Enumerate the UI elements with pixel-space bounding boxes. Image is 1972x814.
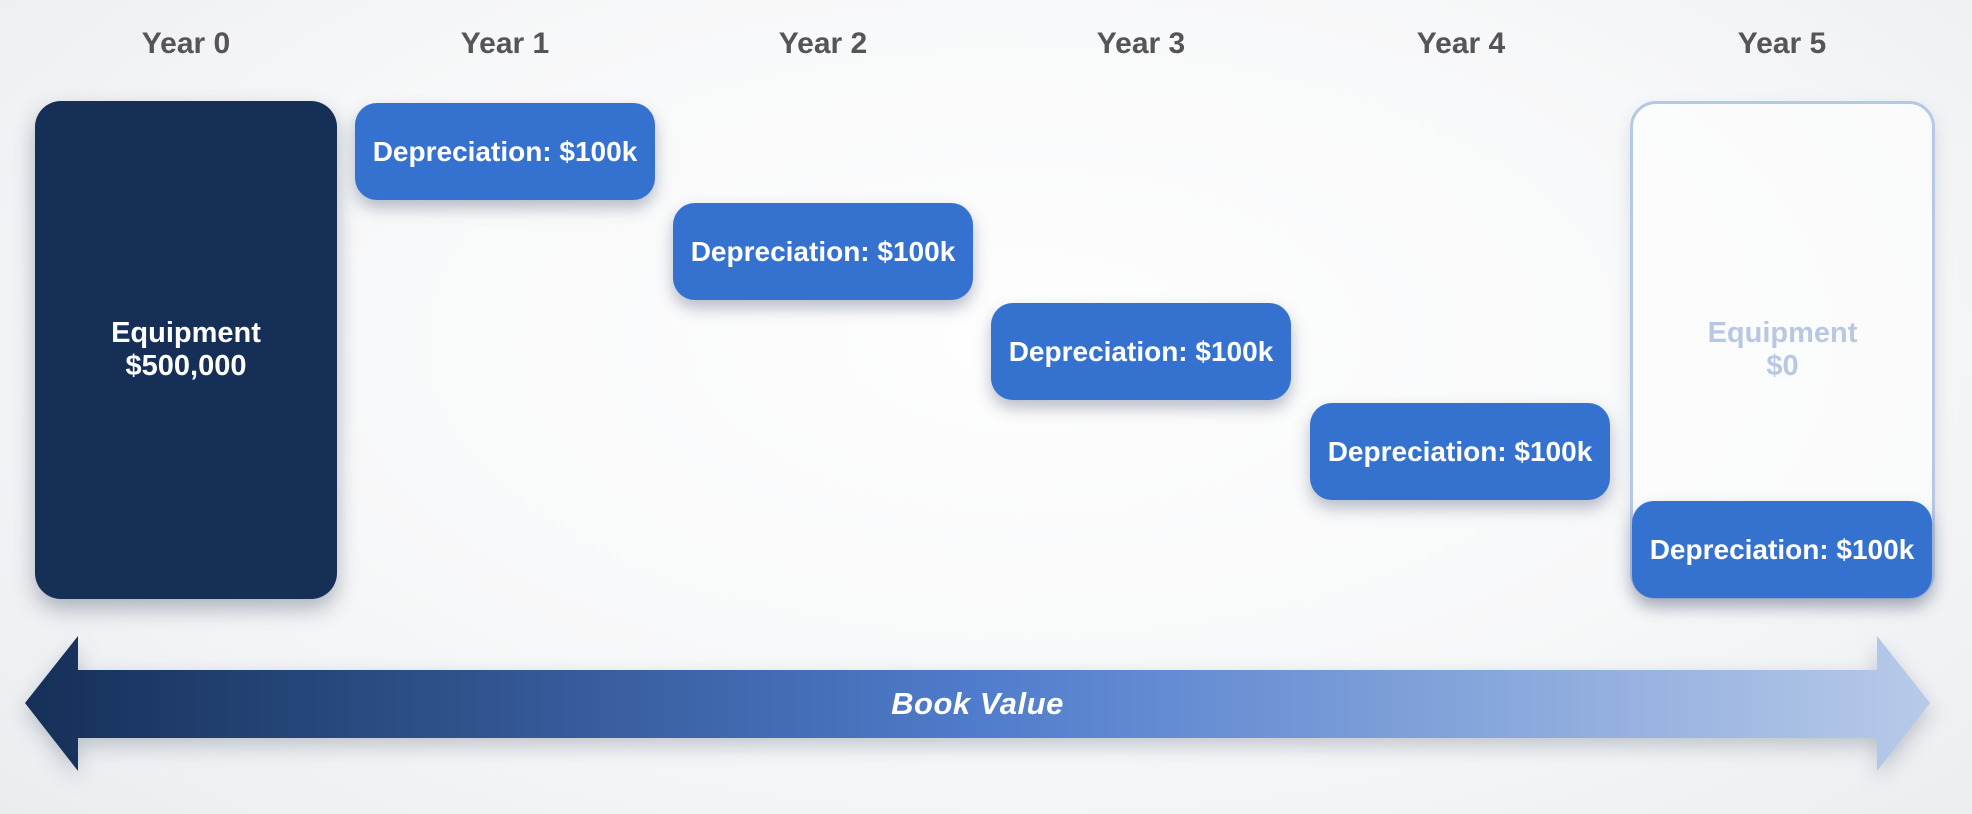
arrow-shaft <box>75 670 1880 738</box>
book-value-label: Book Value <box>891 685 1064 721</box>
right-arrowhead-icon <box>1877 636 1930 771</box>
year-label-4: Year 4 <box>1416 27 1506 60</box>
equipment-final-value: $0 <box>1766 350 1799 382</box>
equipment-initial-value: $500,000 <box>125 350 247 382</box>
year-label-5: Year 5 <box>1737 27 1827 60</box>
year-label-3: Year 3 <box>1096 27 1186 60</box>
depreciation-box-year-4: Depreciation: $100k <box>1310 403 1610 500</box>
double-arrow-icon <box>25 636 1930 771</box>
equipment-initial-name: Equipment <box>111 316 261 349</box>
depreciation-box-year-5: Depreciation: $100k <box>1632 501 1932 598</box>
left-arrowhead-icon <box>25 636 78 771</box>
book-value-arrow: Book Value <box>25 635 1930 772</box>
depreciation-box-year-2: Depreciation: $100k <box>673 203 973 300</box>
equipment-initial-box: Equipment $500,000 <box>35 101 337 599</box>
year-label-0: Year 0 <box>141 27 231 60</box>
depreciation-box-year-3: Depreciation: $100k <box>991 303 1291 400</box>
year-label-2: Year 2 <box>778 27 868 60</box>
depreciation-box-year-1: Depreciation: $100k <box>355 103 655 200</box>
equipment-final-name: Equipment <box>1707 316 1858 349</box>
year-label-1: Year 1 <box>460 27 550 60</box>
